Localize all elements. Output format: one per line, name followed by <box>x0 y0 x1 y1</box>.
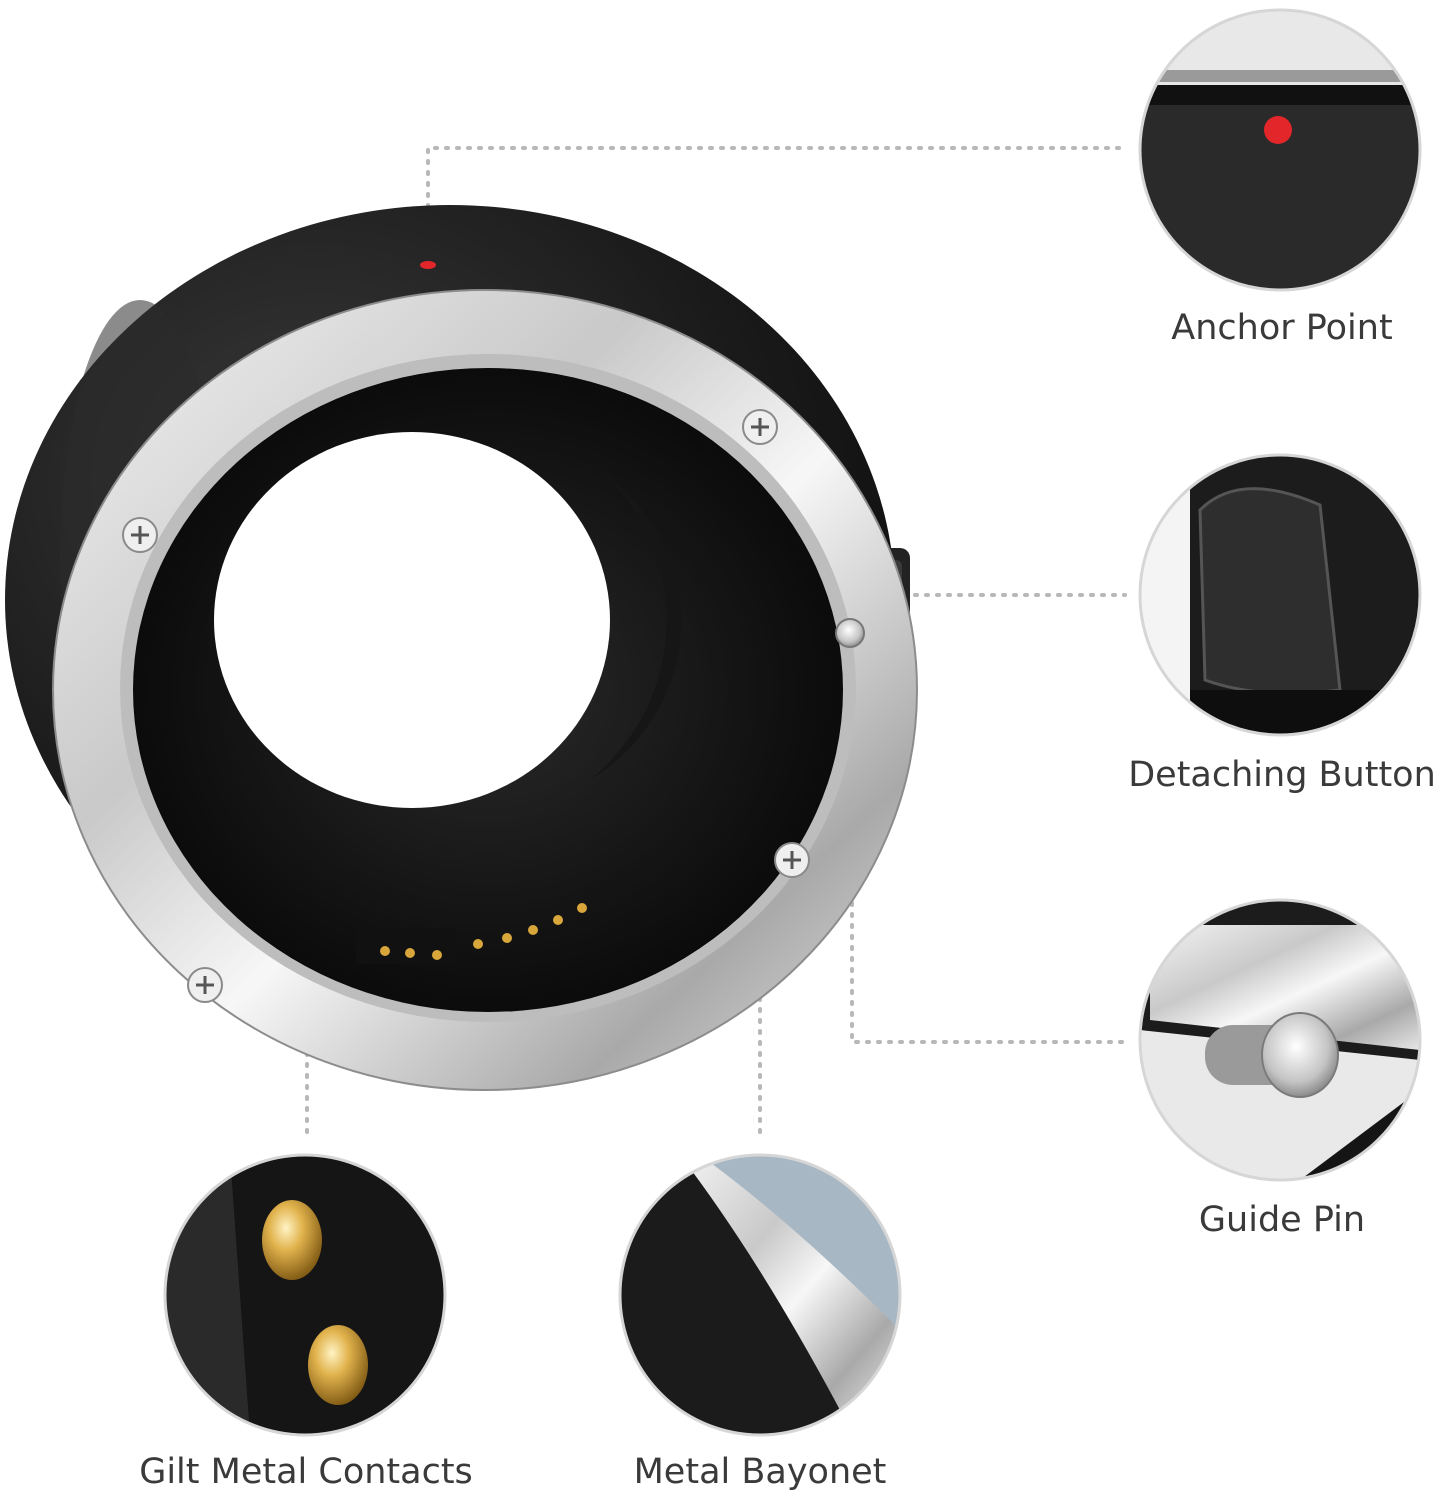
extension-tube <box>5 205 918 1091</box>
guide-pin <box>835 618 865 648</box>
zoom-gilt-contacts <box>163 1153 447 1437</box>
zoom-detaching-button <box>1138 453 1422 737</box>
lens-opening <box>214 432 610 808</box>
screw-icon <box>774 842 810 878</box>
screw-icon <box>187 967 223 1003</box>
gilt-contacts-strip <box>356 903 587 964</box>
zoom-anchor-point <box>1138 8 1422 292</box>
label-metal-bayonet: Metal Bayonet <box>633 1452 887 1492</box>
zoom-metal-bayonet <box>618 1153 902 1437</box>
screw-icon <box>742 409 778 445</box>
anchor-point-dot <box>420 261 436 269</box>
zoom-guide-pin <box>1138 898 1422 1182</box>
mount-screws <box>122 409 810 1003</box>
leader-anchor-point <box>426 146 1127 264</box>
screw-icon <box>122 517 158 553</box>
label-anchor-point: Anchor Point <box>1171 308 1393 348</box>
label-gilt-metal-contacts: Gilt Metal Contacts <box>139 1452 473 1492</box>
label-guide-pin: Guide Pin <box>1198 1200 1366 1240</box>
label-detaching-button: Detaching Button <box>1128 755 1436 795</box>
